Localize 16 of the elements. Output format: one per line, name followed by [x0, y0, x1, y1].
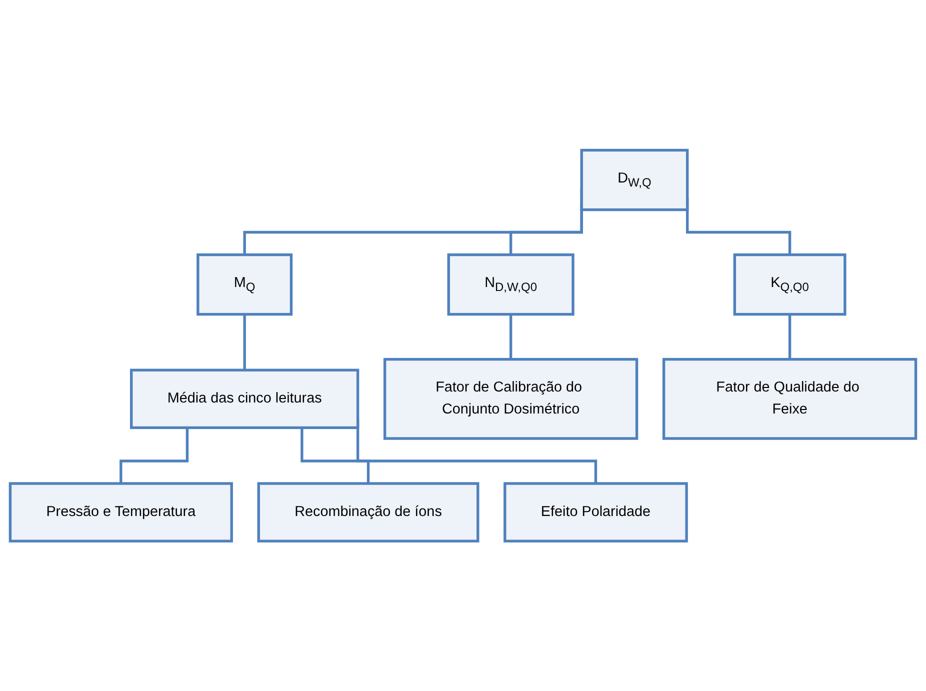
node-box: [196, 253, 293, 316]
connector: [509, 314, 512, 360]
connector: [300, 428, 370, 485]
node-box: [257, 482, 480, 542]
connector: [243, 314, 246, 372]
node-box: [447, 253, 574, 316]
connector: [788, 314, 792, 360]
node-box: [733, 253, 846, 316]
node-box: [580, 148, 689, 211]
node-box: [130, 368, 360, 429]
hierarchy-diagram: D$_{W,Q}$ M$_{Q}$ N$_{D,W,Q0}$ K$_{Q,Q0}$ Média das cinco leituras Fator de Calibração do Conjunto Dosimétrico Fator de Qualidade do Feixe Pressão e Temperatura Recombinação de íons Efeito Polaridade: [3, 142, 923, 548]
node-box: [8, 482, 233, 542]
node-box: [504, 482, 688, 542]
node-box: [662, 358, 918, 440]
node-box: [383, 358, 638, 440]
connector: [120, 428, 189, 485]
